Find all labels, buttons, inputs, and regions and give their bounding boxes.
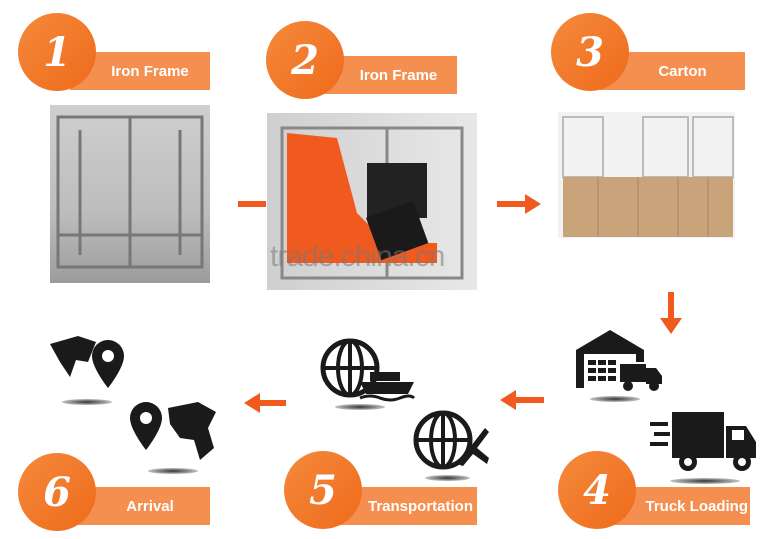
arrow-right-icon <box>497 194 541 214</box>
world-map-pin-icon <box>50 336 124 388</box>
step-1-label: Iron Frame <box>70 52 210 90</box>
warehouse-truck-icon <box>576 330 662 391</box>
icon-shadow <box>335 404 385 410</box>
watermark: trade.china.cn <box>270 240 445 273</box>
arrow-left-icon <box>500 390 544 410</box>
icon-shadow <box>62 399 112 405</box>
icon-shadow <box>425 475 470 481</box>
globe-plane-icon <box>413 410 489 470</box>
step-4-number: 4 <box>558 451 636 529</box>
globe-ship-icon <box>320 338 416 402</box>
step-5-number: 5 <box>284 451 362 529</box>
icon-shadow <box>670 478 740 484</box>
step-6-number: 6 <box>18 453 96 531</box>
iron-frame-photo <box>50 105 210 283</box>
machine-in-frame-photo <box>267 113 477 290</box>
cartons-photo <box>558 112 735 238</box>
arrow-down-icon <box>660 292 682 334</box>
step-1-number: 1 <box>18 13 96 91</box>
step-3-number: 3 <box>551 13 629 91</box>
icon-shadow <box>148 468 198 474</box>
icon-shadow <box>590 396 640 402</box>
map-pin-world-icon <box>130 402 216 460</box>
step-2-number: 2 <box>266 21 344 99</box>
arrow-right-icon <box>238 201 266 207</box>
delivery-truck-icon <box>650 412 756 471</box>
arrow-left-icon <box>244 393 286 413</box>
step-5-label: Transportation <box>337 487 477 525</box>
